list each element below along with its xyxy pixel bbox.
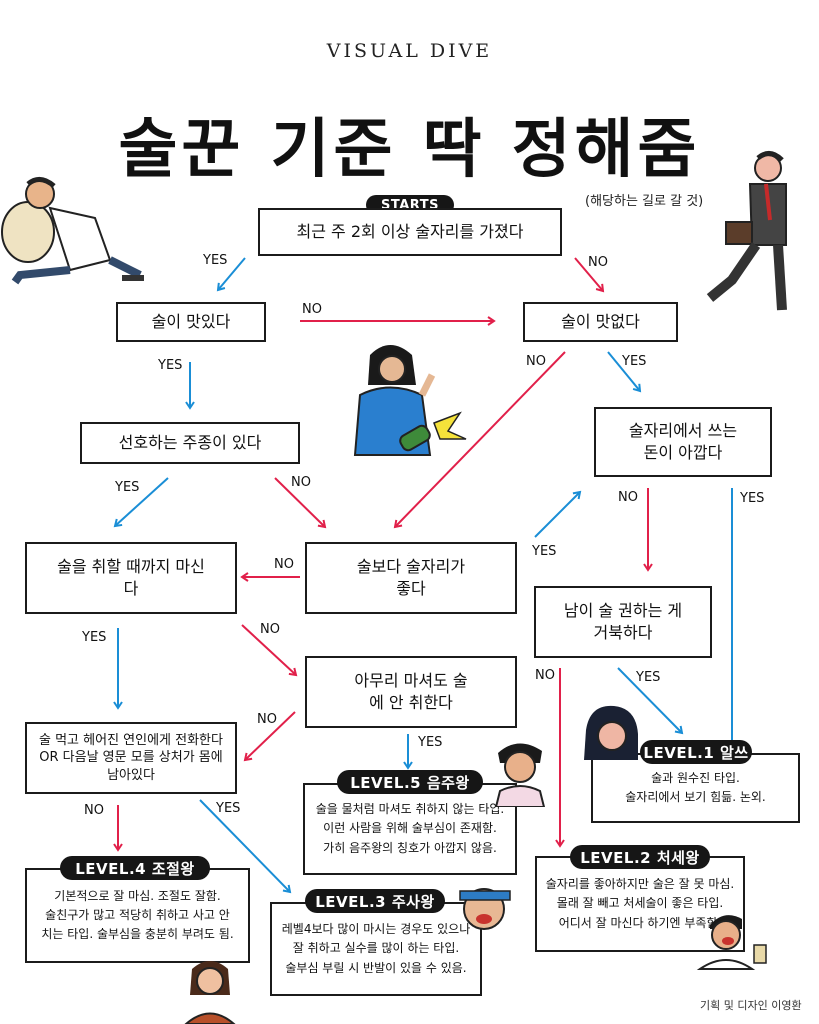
label-yes: YES: [532, 544, 557, 559]
walking-man-illustration: [706, 151, 787, 311]
label-no: NO: [257, 712, 277, 727]
level-box-l1: 술과 원수진 타입. 술자리에서 보기 힘듦. 논외.: [591, 753, 800, 823]
question-text: 술자리에서 쓰는 돈이 아깝다: [628, 421, 738, 462]
label-yes: YES: [216, 801, 241, 816]
level-desc-line: 잘 취하고 실수를 많이 하는 타입.: [292, 941, 460, 956]
question-box-q2: 술이 맛있다: [116, 302, 266, 342]
credit-text: 기획 및 디자인 이영환: [700, 999, 802, 1012]
question-text: 최근 주 2회 이상 술자리를 가졌다: [296, 222, 524, 242]
level-desc-line: 술자리에서 보기 힘듦. 논외.: [625, 790, 766, 804]
crying-person-illustration: [584, 705, 638, 760]
label-yes: YES: [82, 630, 107, 645]
question-box-q6: 술을 취할 때까지 마신다: [25, 542, 237, 614]
label-yes: YES: [622, 354, 647, 369]
level-desc-line: 기본적으로 잘 마심. 조절도 잘함.: [54, 888, 221, 903]
level-desc-line: 가히 음주왕의 칭호가 아깝지 않음.: [323, 840, 497, 855]
level-desc-line: 몰래 잘 빼고 처세술이 좋은 타입.: [556, 896, 724, 911]
label-no: NO: [84, 803, 104, 818]
label-yes: YES: [418, 735, 443, 750]
label-yes: YES: [115, 480, 140, 495]
level-box-l3: 레벨4보다 많이 마시는 경우도 있으나 잘 취하고 실수를 많이 하는 타입.…: [270, 902, 482, 996]
label-yes: YES: [203, 253, 228, 268]
label-no: NO: [274, 557, 294, 572]
label-yes: YES: [636, 670, 661, 685]
level-badge-l3: LEVEL.3 주사왕: [305, 889, 445, 913]
arrow-q7-yes: [534, 490, 582, 538]
label-no: NO: [260, 622, 280, 637]
brand-name: VISUAL DIVE: [326, 40, 493, 62]
question-box-q3: 술이 맛없다: [523, 302, 678, 342]
level-badge-l1: LEVEL.1 알쓰: [640, 740, 752, 764]
woman-smiling-illustration: [184, 961, 236, 1024]
arrow-q4-yes: [113, 477, 169, 528]
arrow-q9-no: [243, 711, 296, 762]
level-desc-line: 레벨4보다 많이 마시는 경우도 있으나: [281, 922, 471, 937]
arrow-q3-yes: [607, 351, 642, 393]
label-yes: YES: [158, 358, 183, 373]
arrow-q1-yes: [216, 257, 246, 292]
label-no: NO: [526, 354, 546, 369]
question-text: 선호하는 주종이 있다: [118, 433, 262, 453]
woman-drinking-illustration: [353, 345, 467, 456]
level-desc-line: 이런 사람을 위해 술부심이 존재함.: [323, 821, 497, 836]
level-desc-line: 치는 타입. 술부심을 충분히 부려도 됨.: [41, 927, 234, 942]
label-no: NO: [588, 255, 608, 270]
question-box-q1: 최근 주 2회 이상 술자리를 가졌다: [258, 208, 562, 256]
question-text: 술 먹고 헤어진 연인에게 전화한다 OR 다음날 영문 모를 상처가 몸에 남…: [39, 732, 223, 783]
drunk-man-illustration: [1, 177, 144, 285]
label-no: NO: [291, 475, 311, 490]
arrow-q4-no: [274, 477, 327, 529]
laughing-man-illustration: [696, 915, 767, 970]
page-title: 술꾼 기준 딱 정해줌: [118, 113, 701, 187]
arrow-q10-yes: [199, 799, 292, 894]
label-no: NO: [302, 302, 322, 317]
level-box-l2: 술자리를 좋아하지만 술은 잘 못 마심. 몰래 잘 빼고 처세술이 좋은 타입…: [535, 856, 745, 952]
cool-man-illustration: [494, 743, 546, 807]
arrow-q7-no2: [241, 624, 298, 677]
label-no: NO: [535, 668, 555, 683]
headband-man-illustration: [459, 888, 511, 930]
level-box-l5: 술을 물처럼 마셔도 취하지 않는 타입. 이런 사람을 위해 술부심이 존재함…: [303, 783, 517, 875]
question-text: 아무리 마셔도 술에 안 취한다: [354, 671, 468, 712]
level-badge-l4: LEVEL.4 조절왕: [60, 856, 210, 880]
level-desc-line: 술과 원수진 타입.: [651, 770, 740, 785]
question-box-q4: 선호하는 주종이 있다: [80, 422, 300, 464]
level-desc-line: 술자리를 좋아하지만 술은 잘 못 마심.: [545, 877, 735, 892]
arrow-q3-no: [393, 351, 566, 529]
question-box-q5: 술자리에서 쓰는 돈이 아깝다: [594, 407, 772, 477]
label-no: NO: [618, 490, 638, 505]
level-box-l4: 기본적으로 잘 마심. 조절도 잘함. 술친구가 많고 적당히 취하고 사고 안…: [25, 868, 250, 963]
arrow-q1-no: [574, 257, 605, 293]
level-desc-line: 어디서 잘 마신다 하기엔 부족함.: [558, 915, 722, 930]
level-desc-line: 술친구가 많고 적당히 취하고 사고 안: [45, 907, 230, 922]
level-desc-line: 술을 물처럼 마셔도 취하지 않는 타입.: [315, 802, 505, 817]
level-desc-line: 술부심 부릴 시 반발이 있을 수 있음.: [285, 960, 467, 975]
page-subtitle: (해당하는 길로 갈 것): [585, 194, 704, 209]
label-yes: YES: [740, 491, 765, 506]
level-badge-l2: LEVEL.2 처세왕: [570, 845, 710, 869]
question-box-q7: 술보다 술자리가 좋다: [305, 542, 517, 614]
question-box-q10: 술 먹고 헤어진 연인에게 전화한다 OR 다음날 영문 모를 상처가 몸에 남…: [25, 722, 237, 794]
question-text: 남이 술 권하는 게 거북하다: [563, 601, 683, 642]
question-text: 술을 취할 때까지 마신다: [57, 557, 205, 598]
question-text: 술이 맛있다: [151, 312, 231, 332]
level-badge-l5: LEVEL.5 음주왕: [337, 770, 483, 794]
question-text: 술이 맛없다: [561, 312, 640, 332]
question-text: 술보다 술자리가 좋다: [356, 557, 466, 598]
question-box-q9: 아무리 마셔도 술에 안 취한다: [305, 656, 517, 728]
question-box-q8: 남이 술 권하는 게 거북하다: [534, 586, 712, 658]
arrow-q8-yes: [617, 667, 684, 735]
